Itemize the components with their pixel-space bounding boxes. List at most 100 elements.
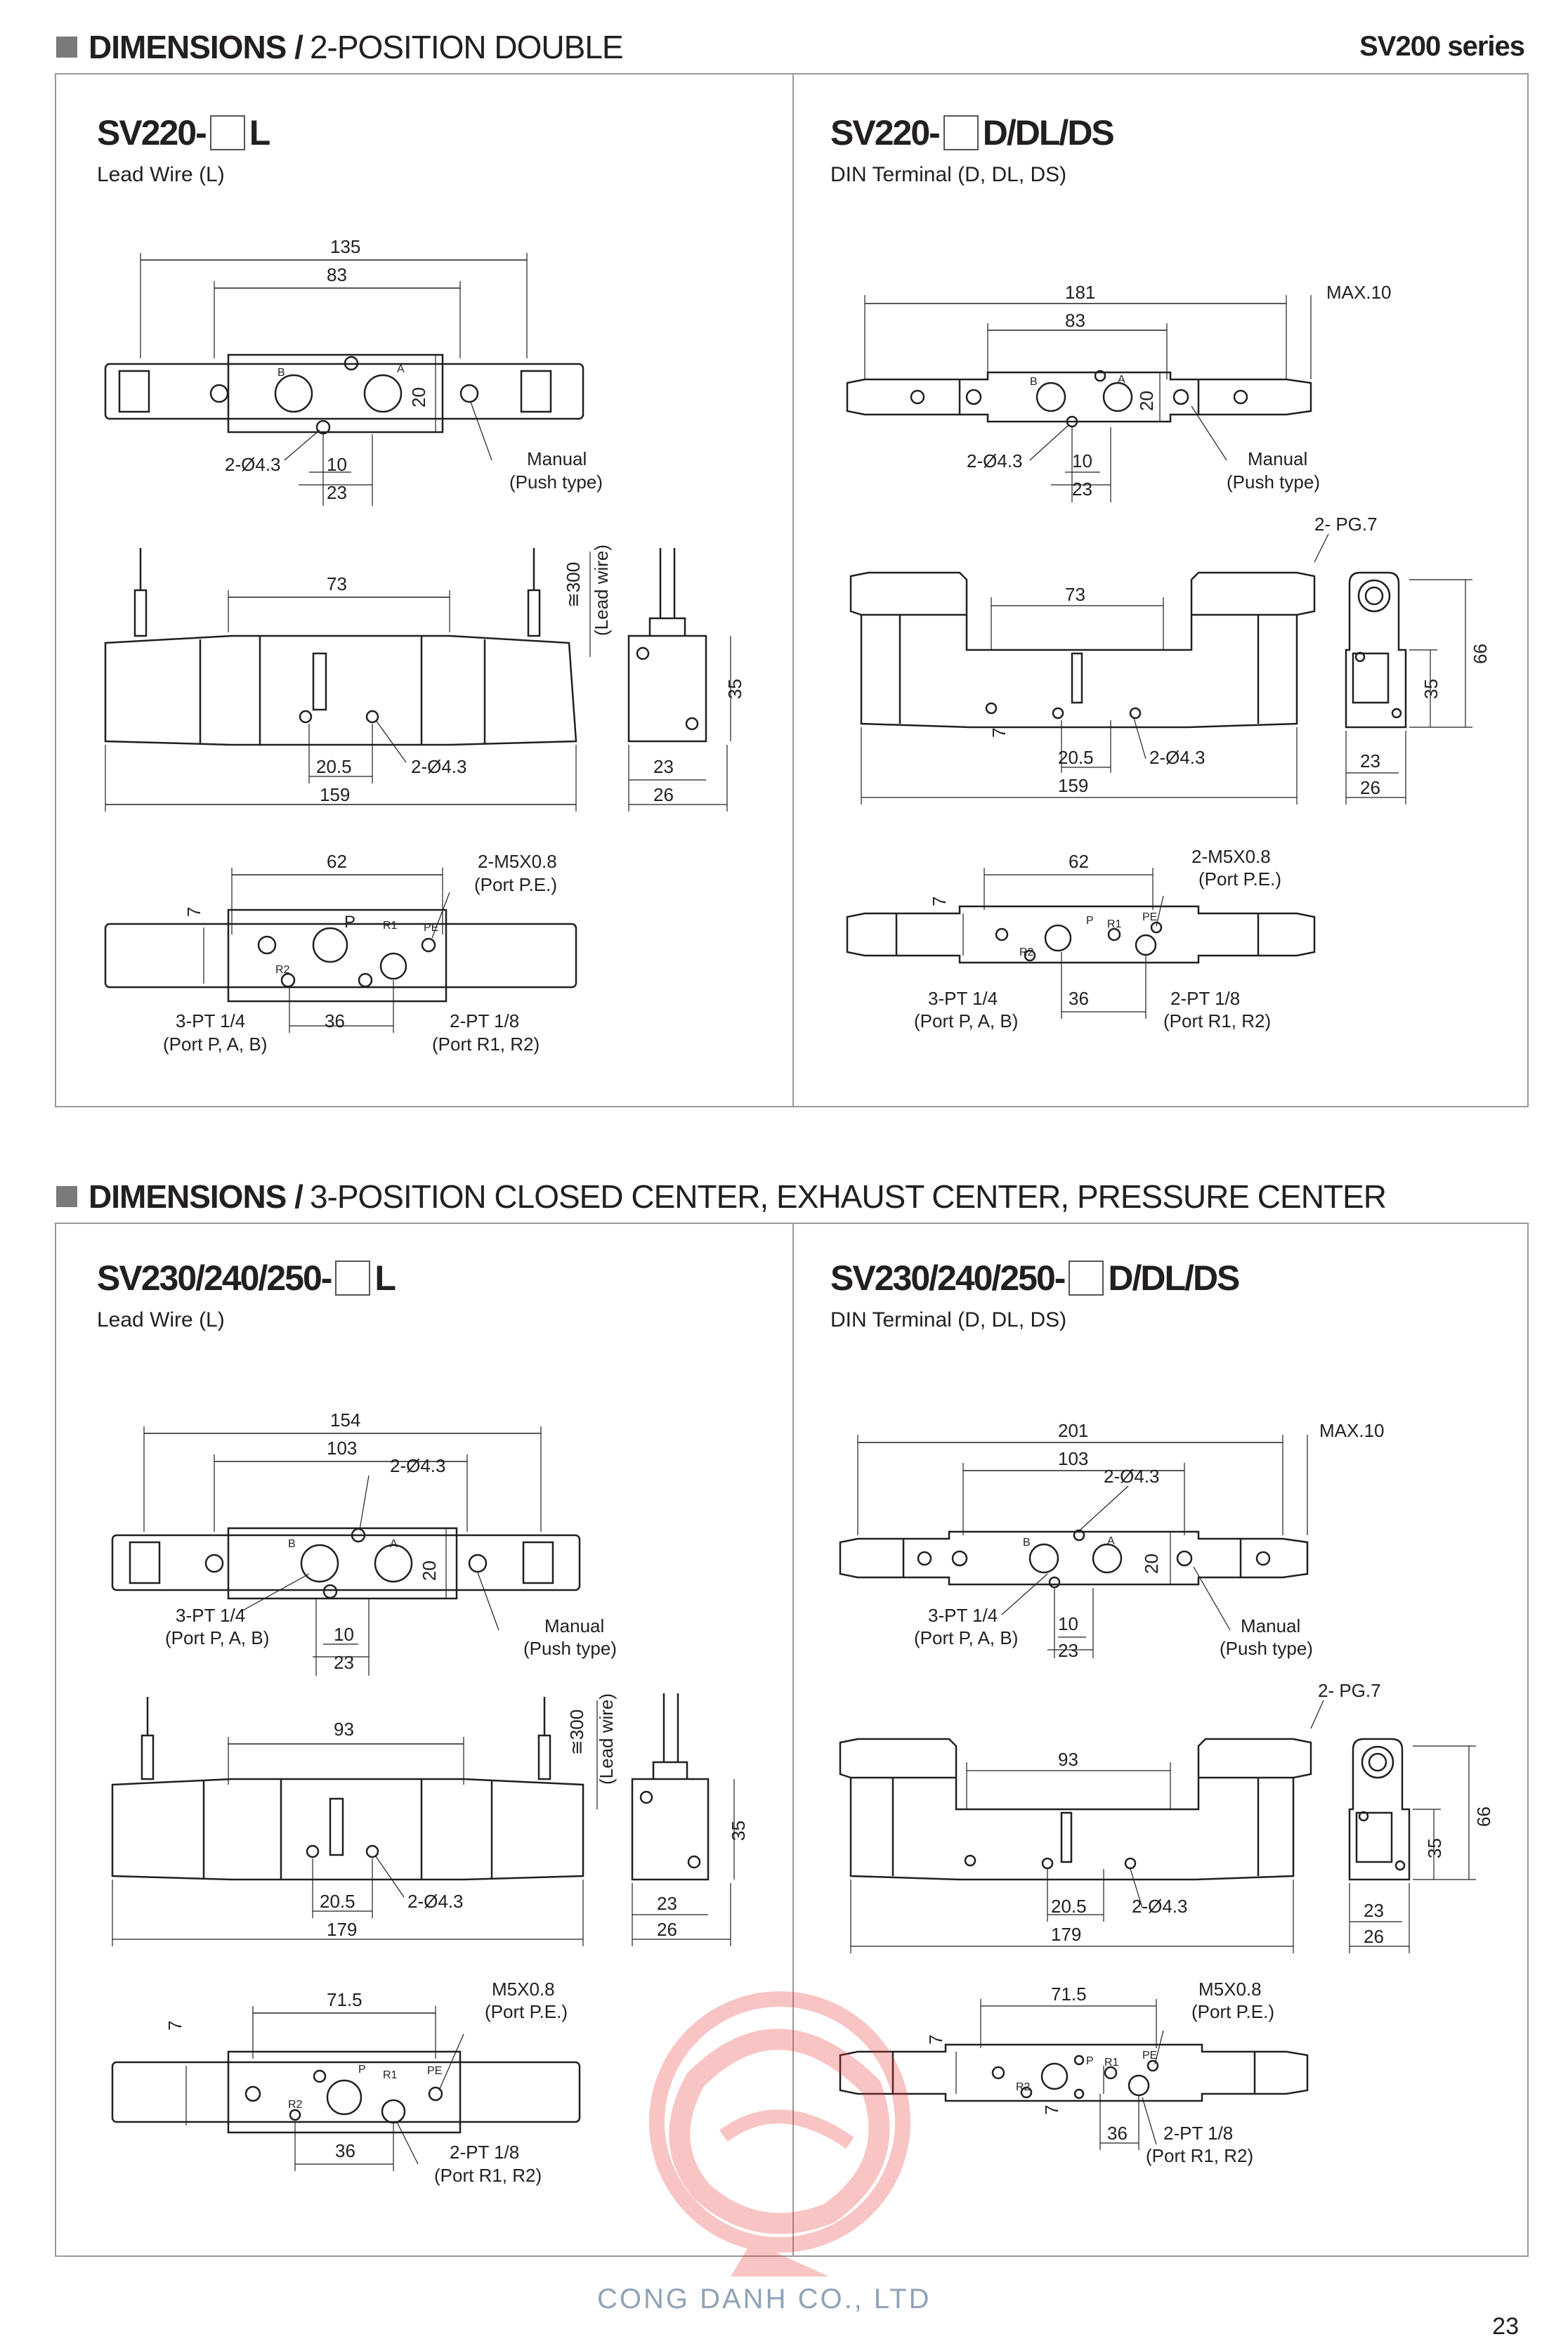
svg-text:2-M5X0.8: 2-M5X0.8: [478, 851, 557, 872]
svg-text:2-PT 1/8: 2-PT 1/8: [450, 2142, 519, 2163]
svg-text:(Port P.E.): (Port P.E.): [474, 874, 557, 895]
svg-text:A: A: [397, 363, 405, 375]
svg-text:66: 66: [1473, 1806, 1494, 1827]
svg-text:201: 201: [1058, 1420, 1088, 1441]
svg-text:7: 7: [925, 2035, 946, 2045]
svg-text:(Port R1, R2): (Port R1, R2): [1163, 1010, 1271, 1031]
svg-text:93: 93: [1058, 1749, 1078, 1770]
svg-text:2-Ø4.3: 2-Ø4.3: [411, 756, 467, 777]
svg-text:2-Ø4.3: 2-Ø4.3: [1132, 1896, 1188, 1917]
svg-text:(Lead wire): (Lead wire): [591, 545, 612, 636]
svg-text:(Push type): (Push type): [1220, 1638, 1313, 1659]
model-title-tr: SV220-D/DL/DS: [830, 113, 1115, 152]
svg-text:23: 23: [1072, 478, 1092, 500]
svg-text:≅300: ≅300: [563, 562, 584, 608]
svg-text:A: A: [1118, 374, 1125, 386]
model-title-tl: SV220-L: [97, 113, 270, 152]
svg-text:83: 83: [1065, 310, 1085, 331]
svg-text:(Port R1, R2): (Port R1, R2): [432, 1034, 540, 1055]
svg-text:35: 35: [728, 1821, 749, 1841]
svg-text:P: P: [344, 913, 355, 932]
panel-divider: [792, 1224, 794, 2255]
svg-text:7: 7: [929, 897, 950, 906]
svg-text:Manual: Manual: [1241, 1615, 1300, 1636]
svg-text:154: 154: [330, 1409, 360, 1431]
svg-text:35: 35: [724, 679, 745, 699]
svg-text:35: 35: [1420, 679, 1442, 699]
svg-text:PE: PE: [424, 922, 438, 934]
svg-text:≅300: ≅300: [566, 1709, 587, 1755]
svg-text:181: 181: [1065, 282, 1095, 303]
svg-text:(Port P.E.): (Port P.E.): [1191, 2001, 1274, 2022]
svg-text:A: A: [390, 1538, 398, 1550]
svg-text:73: 73: [1065, 584, 1085, 605]
svg-text:PE: PE: [1142, 2050, 1157, 2062]
svg-text:MAX.10: MAX.10: [1326, 282, 1392, 303]
svg-text:P: P: [358, 2064, 366, 2076]
svg-text:23: 23: [1058, 1640, 1078, 1661]
section-title-bold: DIMENSIONS /: [89, 29, 303, 65]
svg-text:71.5: 71.5: [327, 1989, 362, 2010]
svg-text:159: 159: [320, 784, 350, 805]
svg-text:93: 93: [334, 1719, 354, 1740]
panel-2pos: [55, 73, 1529, 1107]
svg-text:20: 20: [1141, 1554, 1162, 1574]
svg-text:26: 26: [653, 784, 674, 805]
section-title: 2-POSITION DOUBLE: [309, 29, 624, 65]
svg-text:10: 10: [1058, 1613, 1078, 1634]
svg-text:20.5: 20.5: [316, 756, 352, 777]
svg-text:B: B: [1030, 376, 1038, 388]
svg-text:B: B: [277, 367, 285, 379]
model-blank-box: [943, 115, 979, 150]
svg-text:M5X0.8: M5X0.8: [492, 1979, 555, 2000]
svg-text:3-PT 1/4: 3-PT 1/4: [176, 1010, 245, 1031]
svg-text:(Port P, A, B): (Port P, A, B): [165, 1627, 269, 1648]
svg-text:R1: R1: [383, 2069, 398, 2081]
svg-text:23: 23: [1360, 750, 1380, 771]
svg-text:179: 179: [327, 1919, 357, 1940]
svg-text:P: P: [1086, 2055, 1094, 2067]
svg-text:2- PG.7: 2- PG.7: [1318, 1680, 1381, 1701]
drawing-sv230-din: 201 MAX.10 103 2-Ø4.3 B A 20 3-PT 1/4 (P…: [839, 1420, 1494, 2166]
svg-text:PE: PE: [427, 2065, 442, 2077]
svg-text:(Port P, A, B): (Port P, A, B): [914, 1627, 1018, 1648]
svg-text:7: 7: [183, 907, 204, 917]
section-square-icon: [56, 1186, 77, 1207]
svg-text:2-Ø4.3: 2-Ø4.3: [390, 1455, 446, 1476]
svg-text:R1: R1: [383, 920, 398, 932]
svg-text:36: 36: [335, 2140, 355, 2161]
svg-text:62: 62: [327, 851, 347, 872]
svg-text:2-PT 1/8: 2-PT 1/8: [450, 1010, 519, 1031]
section-header-2pos: DIMENSIONS / 2-POSITION DOUBLE: [56, 28, 624, 66]
svg-text:2- PG.7: 2- PG.7: [1314, 514, 1378, 535]
svg-text:(Port P, A, B): (Port P, A, B): [914, 1010, 1018, 1031]
svg-text:B: B: [1023, 1537, 1031, 1549]
model-title-bl: SV230/240/250-L: [97, 1258, 396, 1298]
section-title: 3-POSITION CLOSED CENTER, EXHAUST CENTER…: [309, 1178, 1387, 1215]
svg-text:R2: R2: [1016, 2081, 1031, 2093]
svg-text:R2: R2: [288, 2099, 303, 2111]
svg-text:2-PT 1/8: 2-PT 1/8: [1170, 988, 1240, 1009]
svg-text:2-Ø4.3: 2-Ø4.3: [407, 1891, 464, 1912]
svg-text:Manual: Manual: [544, 1615, 604, 1636]
svg-text:103: 103: [327, 1438, 357, 1459]
section-header-3pos: DIMENSIONS / 3-POSITION CLOSED CENTER, E…: [56, 1178, 1387, 1216]
drawing-sv220-lead: 135 83 B A 20 2-Ø4.3 10 23 Manual (Push …: [104, 236, 745, 1055]
svg-text:20.5: 20.5: [1051, 1896, 1087, 1917]
svg-text:A: A: [1107, 1535, 1115, 1547]
svg-text:103: 103: [1058, 1448, 1088, 1469]
svg-text:35: 35: [1424, 1838, 1445, 1858]
svg-text:(Push type): (Push type): [523, 1638, 617, 1659]
svg-text:20: 20: [408, 387, 429, 408]
model-blank-box: [1069, 1261, 1104, 1296]
svg-text:3-PT 1/4: 3-PT 1/4: [928, 988, 998, 1009]
svg-text:2-Ø4.3: 2-Ø4.3: [967, 450, 1023, 471]
panel-3pos: [55, 1223, 1529, 2257]
svg-text:23: 23: [327, 482, 347, 503]
svg-text:Manual: Manual: [1248, 448, 1307, 469]
svg-text:2-Ø4.3: 2-Ø4.3: [1104, 1466, 1160, 1487]
drawing-sv220-din: 181 MAX.10 83 B A 20 2-Ø4.3 10 23 Manual…: [846, 282, 1491, 1031]
svg-text:73: 73: [327, 573, 347, 594]
svg-text:20: 20: [419, 1561, 440, 1581]
svg-text:23: 23: [1364, 1900, 1384, 1921]
